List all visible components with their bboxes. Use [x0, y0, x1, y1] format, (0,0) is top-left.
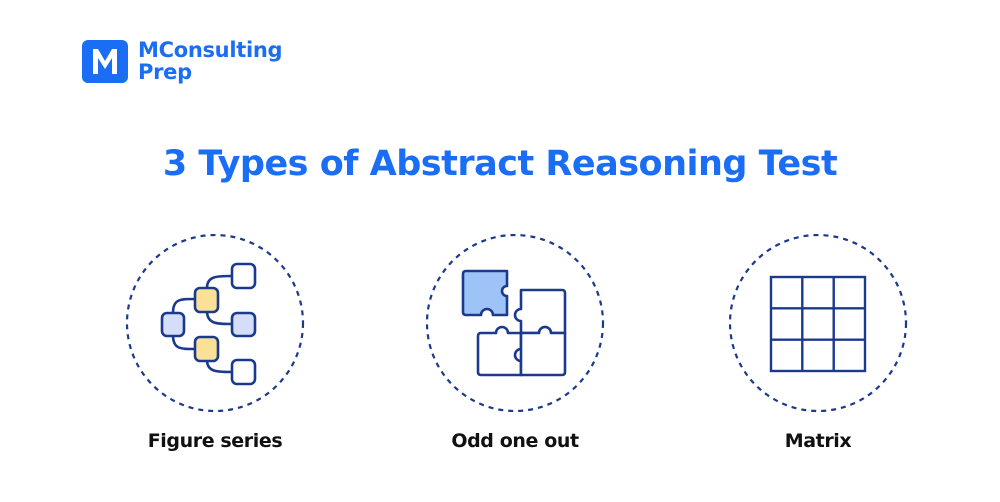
type-label: Figure series: [147, 430, 283, 452]
tree-diagram-icon: [125, 234, 305, 413]
page-title: 3 Types of Abstract Reasoning Test: [162, 144, 838, 184]
type-matrix: Matrix: [728, 234, 908, 452]
grid-3x3-icon: [728, 234, 908, 413]
type-label: Matrix: [784, 430, 852, 452]
brand-name-line2: Prep: [138, 60, 192, 84]
brand-logo: MConsulting Prep: [82, 38, 283, 84]
brand-name: MConsulting Prep: [138, 38, 283, 84]
brand-name-line1: MConsulting: [138, 38, 283, 62]
logo-m-icon: [82, 39, 128, 83]
type-label: Odd one out: [451, 430, 579, 452]
puzzle-icon: [425, 234, 605, 413]
type-figure-series: Figure series: [125, 234, 305, 452]
type-odd-one-out: Odd one out: [425, 234, 605, 452]
